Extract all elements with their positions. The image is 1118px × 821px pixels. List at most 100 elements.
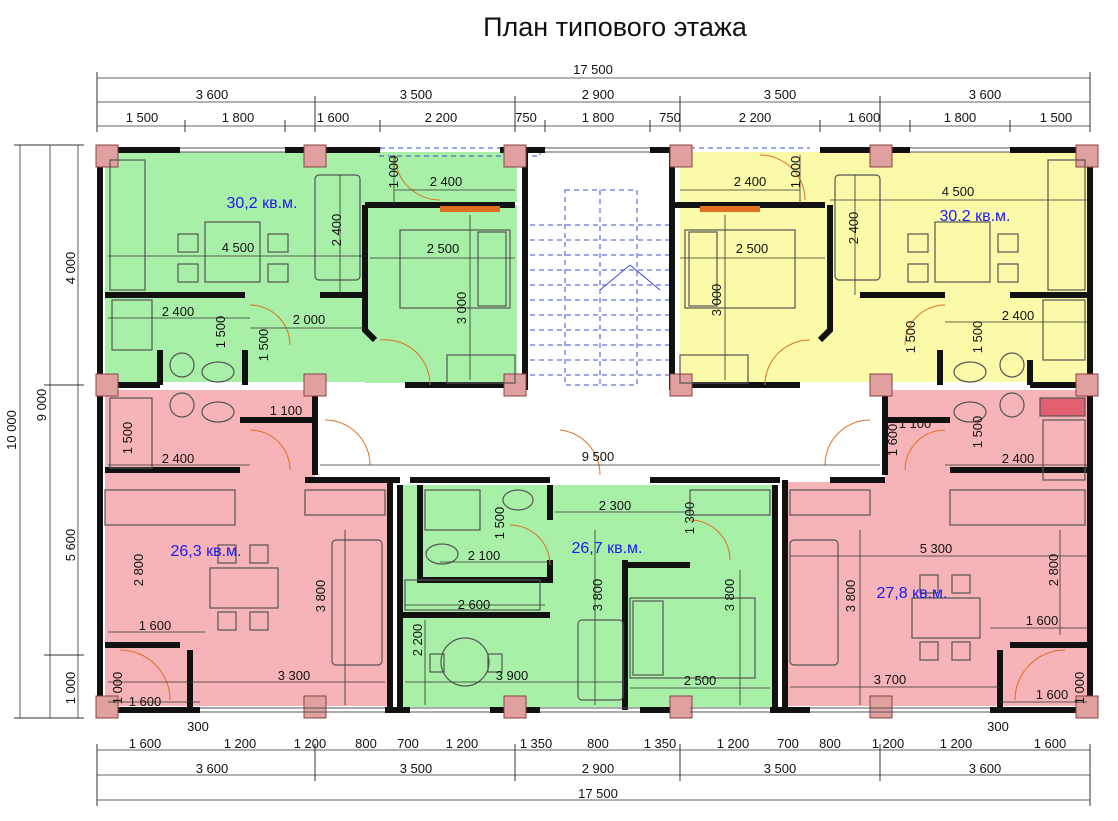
door-arc — [1014, 649, 1066, 701]
inner-dim: 5 300 — [920, 541, 953, 556]
column — [1075, 695, 1099, 719]
dim-top-seg: 1 600 — [317, 110, 350, 125]
wardrobe-icon — [789, 489, 871, 516]
inner-dim: 2 500 — [427, 241, 460, 256]
inner-dim: 2 400 — [1002, 308, 1035, 323]
apt-bottom-left-fill2 — [200, 480, 390, 706]
inner-dim: 4 500 — [222, 240, 255, 255]
dim-bottom-bay: 3 500 — [764, 761, 797, 776]
wardrobe-icon — [679, 354, 749, 384]
dim-bottom-seg: 700 — [397, 736, 419, 751]
inner-dim: 2 500 — [736, 241, 769, 256]
sofa-icon — [331, 539, 383, 666]
door-arc — [379, 339, 431, 386]
door-arc — [509, 524, 551, 566]
bed-icon — [629, 597, 756, 679]
table-icon — [204, 221, 261, 283]
column — [95, 373, 119, 397]
door-arc — [559, 429, 601, 476]
door-arc — [759, 154, 806, 201]
bed-icon — [399, 229, 511, 309]
inner-dim: 3 000 — [454, 292, 469, 325]
round-table-icon — [440, 637, 490, 687]
column — [669, 695, 693, 719]
dim-left-total: 10 000 — [4, 410, 19, 450]
inner-dim: 3 300 — [278, 668, 311, 683]
inner-dim: 2 000 — [293, 312, 326, 327]
stair-flight — [564, 189, 638, 386]
toilet-icon — [425, 543, 459, 565]
door-arc — [824, 419, 871, 466]
column — [303, 144, 327, 168]
sink-icon — [953, 361, 987, 383]
column — [1075, 373, 1099, 397]
dim-left-seg: 4 000 — [63, 252, 78, 285]
inner-dim: 4 500 — [942, 184, 975, 199]
area-label-top-left: 30,2 кв.м. — [227, 195, 298, 212]
inner-dim: 9 500 — [582, 449, 615, 464]
door-arc — [119, 649, 171, 701]
inner-dim: 1 100 — [899, 416, 932, 431]
column — [869, 373, 893, 397]
inner-dim: 1 000 — [386, 156, 401, 189]
dim-bottom-bay: 3 600 — [969, 761, 1002, 776]
column — [669, 373, 693, 397]
inner-dim: 2 400 — [846, 212, 861, 245]
dim-top-bay: 3 500 — [400, 87, 433, 102]
dim-left-mid: 9 000 — [34, 389, 49, 422]
inner-dim: 1 500 — [492, 507, 507, 540]
door-arc — [394, 154, 441, 201]
sink-icon — [201, 361, 235, 383]
inner-dim: 1 600 — [129, 694, 162, 709]
bedroom-top-left-fill — [365, 205, 517, 383]
inner-dim: 2 600 — [458, 597, 491, 612]
sofa-icon — [834, 174, 881, 281]
inner-dim: 1 500 — [903, 321, 918, 354]
dim-bottom-bay: 3 600 — [196, 761, 229, 776]
inner-dim: 1 500 — [213, 316, 228, 349]
kitchen-counter-icon — [1047, 159, 1086, 291]
door-leaf — [440, 206, 500, 212]
inner-dim: 2 400 — [1002, 451, 1035, 466]
dim-bottom-seg: 1 600 — [1034, 736, 1067, 751]
door-arc — [689, 519, 731, 561]
bathtub-icon — [111, 299, 153, 351]
dim-bottom-seg: 1 200 — [224, 736, 257, 751]
column — [95, 144, 119, 168]
dim-top-total: 17 500 — [573, 62, 613, 77]
page-title: План типового этажа — [483, 12, 747, 42]
kitchen-counter-icon — [104, 489, 236, 526]
inner-dim: 1 600 — [1036, 687, 1069, 702]
door-arc — [249, 304, 291, 346]
windows — [180, 147, 1010, 713]
dim-bottom-seg: 1 200 — [717, 736, 750, 751]
area-label-bottom-right: 27,8 кв.м. — [877, 585, 948, 602]
door-arc — [249, 429, 291, 471]
inner-dim: 1 500 — [970, 321, 985, 354]
sofa-icon — [577, 619, 624, 701]
area-label-bottom-left: 26,3 кв.м. — [171, 543, 242, 560]
inner-dim: 3 800 — [313, 580, 328, 613]
apt-top-left-fill — [105, 152, 365, 382]
inner-dim: 2 400 — [329, 214, 344, 247]
door-arc — [904, 429, 946, 471]
shelf-icon — [1039, 397, 1086, 417]
sink-icon — [502, 489, 534, 511]
door-arc — [324, 419, 371, 466]
kitchen-counter-icon — [109, 159, 146, 291]
bathtub-icon — [1042, 419, 1086, 481]
column — [303, 373, 327, 397]
inner-dim: 1 500 — [120, 422, 135, 455]
table-icon — [911, 597, 981, 639]
dim-bottom-bay: 3 500 — [400, 761, 433, 776]
dim-bottom-seg: 1 200 — [940, 736, 973, 751]
furniture — [104, 159, 1086, 701]
dim-bottom-seg: 1 350 — [644, 736, 677, 751]
dim-bottom-total: 17 500 — [578, 786, 618, 801]
inner-dim: 1 000 — [1072, 672, 1087, 705]
inner-dim: 1 300 — [682, 502, 697, 535]
dim-left-seg: 5 600 — [63, 529, 78, 562]
inner-dim: 2 400 — [162, 304, 195, 319]
area-label-bottom-center: 26,7 кв.м. — [572, 540, 643, 557]
